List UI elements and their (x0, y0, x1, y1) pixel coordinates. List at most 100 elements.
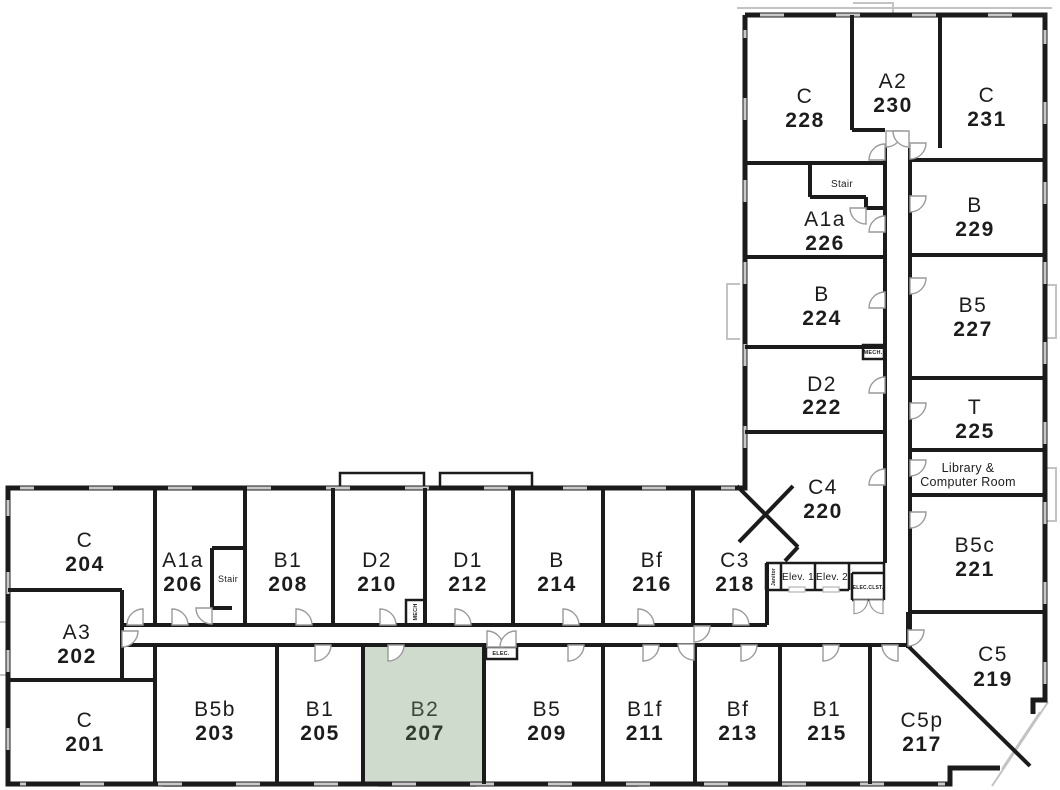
bay-bumps (338, 471, 534, 488)
room-number-label: 222 (802, 396, 842, 419)
room-type-label: C5p (900, 709, 943, 732)
room-c-228[interactable]: C 228 (785, 85, 825, 132)
room-number-label: 226 (805, 232, 845, 255)
door-229 (909, 195, 927, 213)
room-type-label: B2 (411, 698, 440, 721)
room-number-label: 220 (803, 500, 843, 523)
highlighted-room-b2-207-area[interactable] (363, 645, 484, 784)
elevator-2-door[interactable] (822, 586, 840, 593)
room-d2-222[interactable]: D2 222 (802, 373, 842, 419)
room-b1-205[interactable]: B1 205 (300, 698, 340, 745)
room-number-label: 206 (163, 573, 203, 596)
door-206 (171, 608, 189, 626)
room-type-label: B (967, 194, 983, 217)
door-228 (868, 143, 886, 161)
door-215 (822, 644, 840, 662)
room-a3-202[interactable]: A3 202 (57, 621, 97, 668)
room-b2-207-highlighted[interactable]: B2 207 (405, 698, 445, 745)
room-a1a-206[interactable]: A1a 206 (162, 549, 204, 596)
room-type-label: C (797, 85, 814, 108)
room-type-label: C (77, 709, 94, 732)
elevator-1-door[interactable] (788, 586, 806, 593)
door-217 (881, 644, 899, 662)
room-b1-208[interactable]: B1 208 (268, 549, 308, 596)
janitor-label: Janitor (771, 568, 777, 586)
room-type-label: B1 (813, 698, 842, 721)
door-222 (868, 376, 886, 394)
elec-clst-label: ELEC.CLST. (853, 585, 884, 591)
utility-boxes (404, 343, 886, 661)
room-number-label: 201 (65, 733, 105, 756)
room-type-label: B (549, 549, 565, 572)
room-type-label: Bf (641, 549, 664, 572)
door-218 (732, 608, 750, 626)
room-bf-216[interactable]: Bf 216 (632, 549, 672, 596)
room-b-224[interactable]: B 224 (802, 283, 842, 330)
room-d1-212[interactable]: D1 212 (448, 549, 488, 596)
room-number-label: 205 (300, 722, 340, 745)
room-b1f-211[interactable]: B1f 211 (626, 698, 664, 745)
room-number-label: 204 (65, 553, 105, 576)
room-number-label: 203 (195, 722, 235, 745)
room-c4-220[interactable]: C4 220 (803, 476, 843, 523)
room-a1a-226[interactable]: A1a 226 (804, 208, 846, 255)
room-type-label: C5 (978, 643, 1008, 666)
room-type-label: A1a (804, 208, 846, 231)
room-type-label: D2 (362, 549, 392, 572)
room-c3-218[interactable]: C3 218 (715, 549, 755, 596)
room-number-label: 209 (527, 722, 567, 745)
room-type-label: C (77, 529, 94, 552)
room-c-231[interactable]: C 231 (967, 84, 1007, 131)
room-b5-227[interactable]: B5 227 (953, 294, 993, 341)
room-number-label: 224 (802, 307, 842, 330)
room-b5c-221[interactable]: B5c 221 (955, 534, 996, 581)
room-type-label: C3 (720, 549, 750, 572)
room-type-label: Bf (727, 698, 750, 721)
room-type-label: B (814, 283, 830, 306)
door-221 (909, 511, 927, 529)
room-b1-215[interactable]: B1 215 (807, 698, 847, 745)
room-type-label: B1 (274, 549, 303, 572)
room-type-label: T (968, 396, 982, 419)
room-type-label: B5 (959, 294, 988, 317)
door-stair-lower (195, 607, 213, 625)
room-b-229[interactable]: B 229 (955, 194, 995, 241)
room-b5b-203[interactable]: B5b 203 (194, 698, 236, 745)
room-library[interactable]: Library & Computer Room (920, 461, 1016, 489)
door-204 (126, 608, 144, 626)
room-type-label: C4 (808, 476, 838, 499)
room-bf-213[interactable]: Bf 213 (718, 698, 758, 745)
room-number-label: 217 (902, 733, 942, 756)
exterior-walls (5, 12, 1048, 787)
door-library (909, 459, 927, 477)
room-type-label: A2 (879, 70, 908, 93)
door-elec-clst-b (868, 599, 884, 615)
room-b-214[interactable]: B 214 (537, 549, 577, 596)
room-number-label: 213 (718, 722, 758, 745)
door-elec-clst-a (853, 599, 869, 615)
room-c-204[interactable]: C 204 (65, 529, 105, 576)
room-c5p-217[interactable]: C5p 217 (900, 709, 943, 756)
door-227 (909, 277, 927, 295)
room-d2-210[interactable]: D2 210 (357, 549, 397, 596)
room-a2-230[interactable]: A2 230 (873, 70, 913, 117)
room-c5-219[interactable]: C5 219 (973, 643, 1013, 691)
mech-lower-label: MECH (413, 604, 419, 621)
room-b5-209[interactable]: B5 209 (527, 698, 567, 745)
door-219 (907, 629, 925, 647)
room-number-label: 202 (57, 645, 97, 668)
room-type-label: B1 (306, 698, 335, 721)
door-205 (314, 644, 332, 662)
room-t-225[interactable]: T 225 (955, 396, 995, 443)
door-vestibule-b (499, 630, 517, 648)
room-number-label: 208 (268, 573, 308, 596)
door-216 (637, 608, 655, 626)
room-c-201[interactable]: C 201 (65, 709, 105, 756)
room-number-label: 229 (955, 218, 995, 241)
door-corridor-a (693, 625, 711, 643)
mech-upper-label: MECH. (864, 350, 883, 356)
room-type-label: B5 (533, 698, 562, 721)
door-corridor-b (677, 643, 695, 661)
room-number-label: 210 (357, 573, 397, 596)
